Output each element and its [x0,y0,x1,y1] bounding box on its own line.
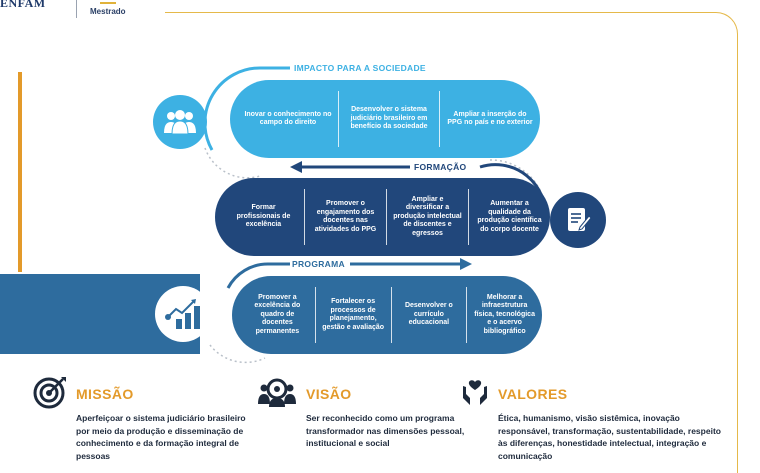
document-pen-icon [550,192,606,248]
programa-item: Fortalecer os processos de planejamento,… [316,287,392,343]
accent-bar [18,72,22,272]
visao-title: VISÃO [306,386,352,402]
impacto-pill: Inovar o conhecimento no campo do direit… [230,80,540,158]
valores-text: Ética, humanismo, visão sistêmica, inova… [498,413,721,461]
people-icon [153,95,207,149]
formacao-item: Aumentar a qualidade da produção científ… [477,200,542,233]
missao-title: MISSÃO [76,386,134,402]
logo-enfam: ENFAM [0,0,46,10]
valores-title: VALORES [498,386,568,402]
visao-text: Ser reconhecido como um programa transfo… [306,413,465,448]
formacao-item: Ampliar e diversificar a produção intele… [387,189,469,245]
header-frame [165,12,738,473]
programa-item: Desenvolver o currículo educacional [392,287,468,343]
target-icon [33,377,66,409]
programa-item: Promover a excelência do quadro de docen… [232,287,316,343]
formacao-item: Formar profissionais de excelência [215,189,305,245]
vision-people-icon [258,378,296,407]
impacto-item: Inovar o conhecimento no campo do direit… [230,91,339,147]
hands-heart-icon [463,380,487,405]
programa-item: Melhorar a infraestrutura física, tecnol… [474,293,535,335]
formacao-label: FORMAÇÃO [414,162,467,172]
programa-pill: Promover a excelência do quadro de docen… [232,276,542,354]
missao-text: Aperfeiçoar o sistema judiciário brasile… [76,413,246,461]
flow-connectors [203,66,547,364]
logo-divider [76,0,77,18]
impacto-item: Ampliar a inserção do PPG no país e no e… [447,110,533,127]
formacao-pill: Formar profissionais de excelência Promo… [215,178,550,256]
formacao-item: Promover o engajamento dos docentes nas … [305,189,387,245]
growth-chart-icon [155,286,211,342]
impacto-label: IMPACTO PARA A SOCIEDADE [294,63,426,73]
book-icon [100,0,116,4]
programa-label: PROGRAMA [292,259,345,269]
impacto-item: Desenvolver o sistema judiciário brasile… [339,91,440,147]
logo-mestrado: Mestrado [90,7,126,16]
